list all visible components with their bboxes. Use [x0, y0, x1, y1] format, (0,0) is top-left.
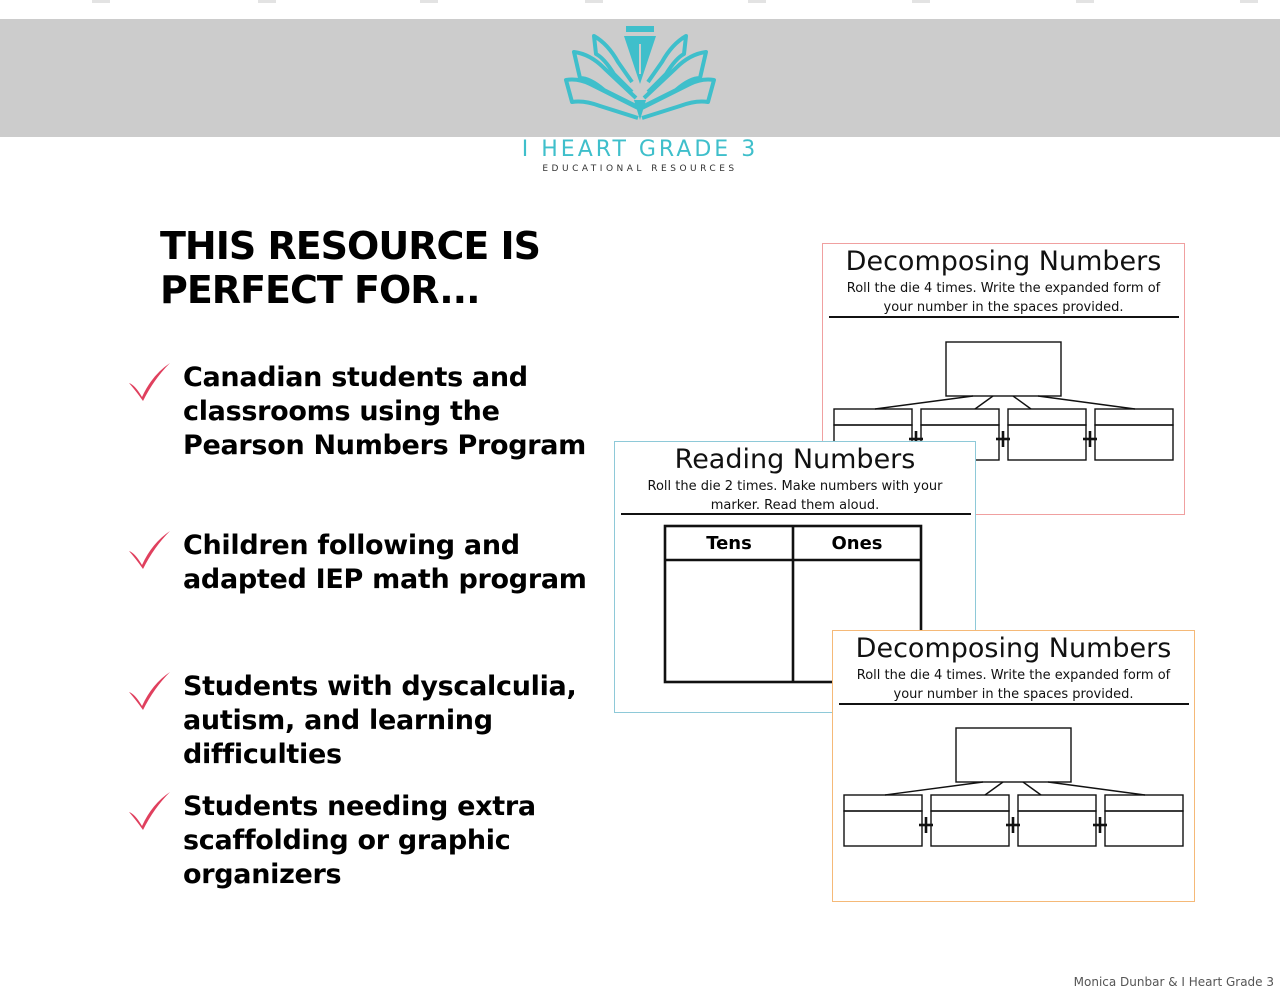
checklist-item-text: Students with dyscalculia, autism, and l…	[183, 671, 577, 770]
worksheet-title: Reading Numbers	[674, 444, 916, 475]
checklist-item-text: Children following and adapted IEP math …	[183, 530, 587, 595]
worksheet-instruction-line: your number in the spaces provided.	[883, 300, 1124, 315]
worksheet-instruction-line: Roll the die 4 times. Write the expanded…	[856, 668, 1171, 683]
tens-column-header: Tens	[706, 533, 752, 554]
place-value-chart	[663, 524, 923, 684]
checklist-item-text: Students needing extra scaffolding or gr…	[183, 791, 536, 890]
worksheet-title: Decomposing Numbers	[845, 246, 1162, 277]
headline-line-1: THIS RESOURCE IS	[160, 224, 541, 268]
top-edge-marks	[0, 0, 1280, 6]
worksheet-rule	[839, 703, 1189, 705]
checklist-item-text: Canadian students and classrooms using t…	[183, 362, 587, 461]
checkmark-icon	[129, 363, 170, 401]
book-pen-logo-icon	[564, 26, 716, 120]
expanded-form-organizer	[843, 727, 1184, 847]
decomposing-worksheet-preview-bottom: Decomposing Numbers Roll the die 4 times…	[832, 630, 1195, 902]
brand-tagline: EDUCATIONAL RESOURCES	[542, 164, 738, 174]
headline-line-2: PERFECT FOR...	[160, 268, 481, 312]
worksheet-instruction-line: Roll the die 2 times. Make numbers with …	[647, 479, 943, 494]
checkmark-icon	[129, 792, 170, 830]
brand-name: I HEART GRADE 3	[521, 137, 759, 162]
ones-column-header: Ones	[831, 533, 883, 554]
worksheet-rule	[621, 513, 971, 515]
worksheet-instruction-line: marker. Read them aloud.	[710, 498, 880, 513]
worksheet-instruction-line: Roll the die 4 times. Write the expanded…	[846, 281, 1161, 296]
checkmark-icon	[129, 672, 170, 710]
worksheet-title: Decomposing Numbers	[855, 633, 1172, 664]
worksheet-instruction-line: your number in the spaces provided.	[893, 687, 1134, 702]
worksheet-rule	[829, 316, 1179, 318]
checkmark-icon	[129, 531, 170, 569]
footer-credit: Monica Dunbar & I Heart Grade 3	[1073, 975, 1274, 989]
headline: THIS RESOURCE IS PERFECT FOR...	[160, 224, 600, 312]
